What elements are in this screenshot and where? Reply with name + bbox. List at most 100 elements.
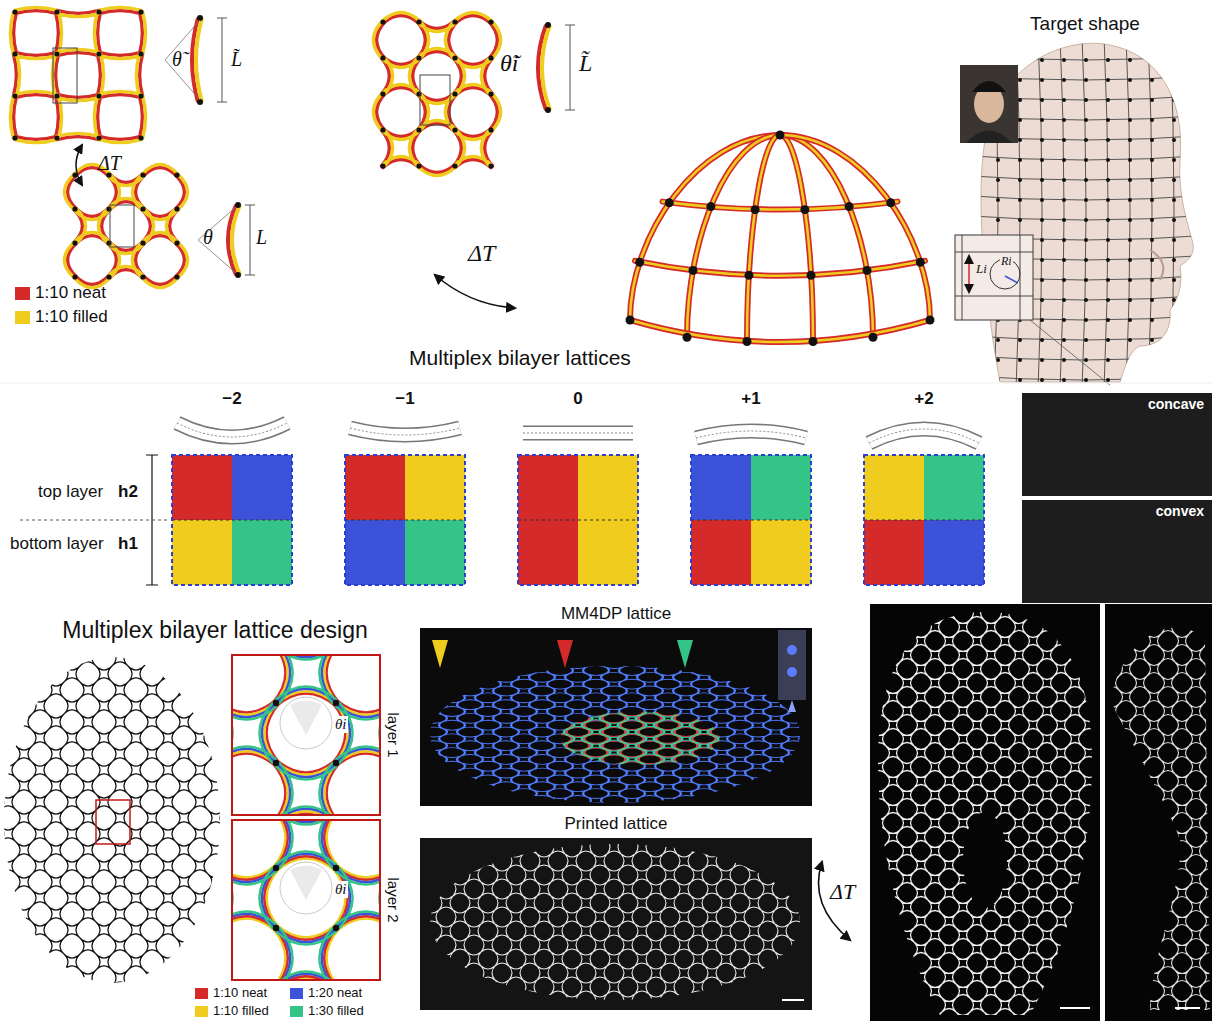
grid-node bbox=[1062, 118, 1066, 122]
grid-node bbox=[1128, 98, 1132, 102]
grid-node bbox=[1150, 238, 1154, 242]
lattice-node bbox=[96, 51, 101, 56]
material-cell bbox=[924, 455, 984, 520]
grid-node bbox=[1084, 378, 1088, 382]
grid-node bbox=[1040, 278, 1044, 282]
lattice-node bbox=[174, 206, 179, 211]
printhead bbox=[778, 630, 806, 700]
grid-node bbox=[1194, 278, 1198, 282]
grid-node bbox=[1172, 118, 1176, 122]
lattice-node bbox=[96, 9, 101, 14]
beam-shape bbox=[523, 426, 633, 441]
beam-shape bbox=[523, 427, 633, 439]
panel-title: MM4DP lattice bbox=[420, 601, 812, 628]
grid-node bbox=[1150, 258, 1154, 262]
contracted-lattice bbox=[64, 164, 187, 287]
lattice-node bbox=[416, 163, 421, 168]
lattice-node bbox=[488, 127, 493, 132]
double-arrow bbox=[435, 275, 515, 308]
text-label: +1 bbox=[741, 390, 760, 409]
layer-divider bbox=[864, 520, 984, 521]
grid-node bbox=[1018, 158, 1022, 162]
grid-node bbox=[1084, 78, 1088, 82]
zoom-panel bbox=[232, 655, 380, 815]
grid-node bbox=[1062, 178, 1066, 182]
grid-node bbox=[1172, 98, 1176, 102]
grid-node bbox=[1106, 198, 1110, 202]
portrait-coat bbox=[966, 131, 1012, 144]
panel-label: layer 1 bbox=[385, 712, 402, 757]
beam-midline bbox=[523, 433, 633, 434]
grid-node bbox=[1018, 378, 1022, 382]
angle-line bbox=[165, 20, 200, 100]
zoom-inset bbox=[955, 235, 1033, 320]
dome-node bbox=[626, 316, 635, 325]
dome-beam bbox=[635, 261, 925, 276]
dome-node bbox=[800, 205, 809, 214]
lattice-node bbox=[488, 91, 493, 96]
grid-node bbox=[1172, 358, 1176, 362]
grid-node bbox=[1084, 118, 1088, 122]
lattice-node bbox=[138, 51, 143, 56]
lattice-node bbox=[273, 925, 279, 931]
grid-node bbox=[1040, 198, 1044, 202]
legend-text: 1:10 neat bbox=[213, 986, 267, 1000]
grid-node bbox=[1194, 178, 1198, 182]
material-cell bbox=[232, 520, 292, 585]
dome-node bbox=[688, 266, 697, 275]
beam-midline bbox=[869, 429, 979, 443]
cell-border bbox=[345, 455, 465, 585]
grid-node bbox=[1194, 218, 1198, 222]
dome-node bbox=[863, 266, 872, 275]
photo-panel: Printed lattice bbox=[420, 811, 812, 1010]
grid-node bbox=[1194, 358, 1198, 362]
lattice-beam bbox=[232, 655, 380, 815]
grid-node bbox=[1128, 338, 1132, 342]
material-cell bbox=[924, 520, 984, 585]
scale-bar bbox=[1060, 1007, 1090, 1009]
lattice-node bbox=[138, 93, 143, 98]
grid-node bbox=[1150, 158, 1154, 162]
grid-node bbox=[1062, 218, 1066, 222]
lattice-beam bbox=[420, 658, 809, 806]
printing-lattice bbox=[420, 658, 809, 806]
grid-node bbox=[1128, 358, 1132, 362]
zoom-lattice bbox=[232, 820, 380, 980]
lattice-beam bbox=[422, 837, 820, 1011]
lattice-node bbox=[96, 135, 101, 140]
lattice-node bbox=[12, 93, 17, 98]
grid-node bbox=[1150, 318, 1154, 322]
leader-line bbox=[1030, 320, 1110, 385]
material-cell bbox=[751, 520, 811, 585]
dome-node bbox=[809, 337, 818, 346]
dome-node bbox=[744, 271, 753, 280]
beam-shape bbox=[177, 423, 287, 437]
led bbox=[787, 645, 797, 655]
dome-node bbox=[665, 198, 674, 207]
lattice-node bbox=[174, 274, 179, 279]
lattice-node bbox=[140, 274, 145, 279]
lattice-node bbox=[380, 19, 385, 24]
symbol-label: θ bbox=[203, 226, 213, 248]
grid-node bbox=[1150, 198, 1154, 202]
text-label: Multiplex bilayer lattice design bbox=[62, 618, 368, 643]
symbol-label: Li bbox=[975, 262, 988, 276]
symbol-label: Ri bbox=[1000, 255, 1013, 268]
beam-shape bbox=[696, 431, 806, 438]
scale-bar bbox=[782, 999, 804, 1001]
grid-node bbox=[1172, 218, 1176, 222]
grid-node bbox=[1106, 298, 1110, 302]
grid-node bbox=[1018, 78, 1022, 82]
bilayer-beam bbox=[232, 205, 240, 275]
layer-divider bbox=[691, 520, 811, 521]
lattice-node bbox=[416, 91, 421, 96]
panel-title: convex bbox=[1022, 500, 1212, 523]
grid-node bbox=[1040, 178, 1044, 182]
grid-node bbox=[996, 358, 1000, 362]
grid-node bbox=[1128, 118, 1132, 122]
lattice-node bbox=[488, 55, 493, 60]
dome-node bbox=[869, 333, 878, 342]
zoom-border bbox=[232, 655, 380, 815]
text-label: −1 bbox=[395, 390, 414, 409]
zoom-box bbox=[96, 800, 130, 844]
